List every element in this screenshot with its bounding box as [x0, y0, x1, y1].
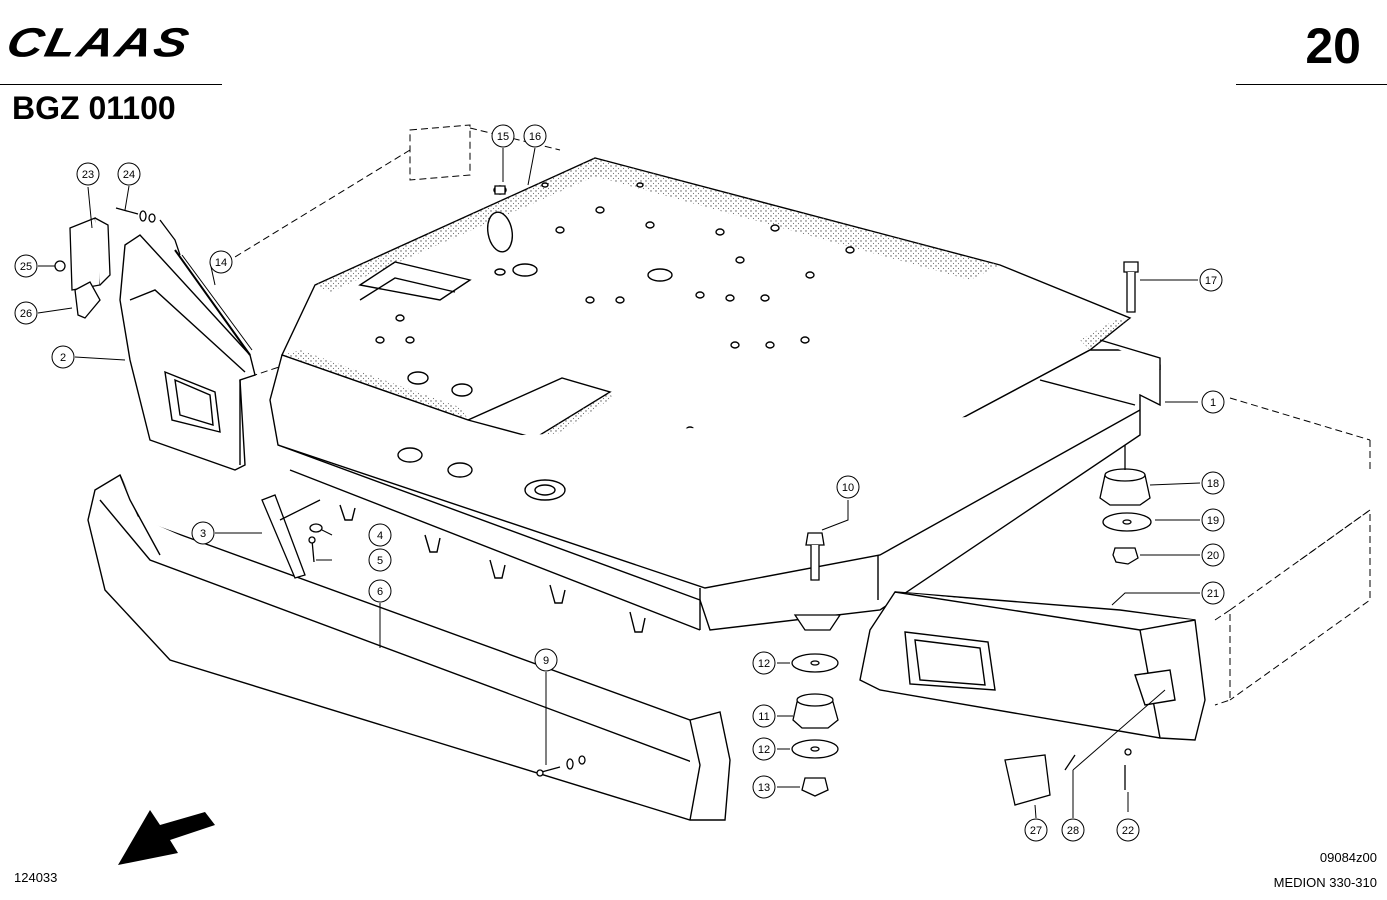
left-side-guard — [119, 234, 256, 471]
callout-19: 19 — [1201, 508, 1225, 532]
callout-label: 24 — [123, 169, 135, 181]
callout-label: 18 — [1207, 478, 1219, 490]
header-rule-left — [0, 84, 222, 85]
callout-bubbles: 1 2 3 4 5 6 9 10 11 12 12 13 14 15 16 17… — [14, 124, 1225, 842]
callout-label: 9 — [543, 655, 549, 667]
callout-label: 6 — [377, 586, 383, 598]
callout-label: 27 — [1030, 825, 1042, 837]
figure-code: 09084z00 — [1319, 850, 1377, 865]
callout-label: 15 — [497, 131, 509, 143]
callout-label: 12 — [758, 658, 770, 670]
callout-label: 23 — [82, 169, 94, 181]
callout-11: 11 — [752, 704, 776, 728]
right-side-guard — [859, 591, 1206, 741]
callout-17: 17 — [1199, 268, 1223, 292]
machine-model: MEDION 330-310 — [1273, 875, 1377, 890]
callout-label: 22 — [1122, 825, 1134, 837]
dashed-ghost-lines — [229, 124, 1371, 706]
callout-16: 16 — [523, 124, 547, 148]
callout-label: 16 — [529, 131, 541, 143]
group-code: BGZ 01100 — [12, 90, 176, 126]
callout-label: 26 — [20, 308, 32, 320]
front-bumper — [87, 473, 731, 821]
callout-2: 2 — [51, 345, 75, 369]
callout-label: 2 — [60, 352, 66, 364]
lower-frame — [269, 339, 1161, 633]
leader-lines — [37, 147, 1201, 819]
callout-3: 3 — [191, 521, 215, 545]
callout-26: 26 — [14, 301, 38, 325]
callout-label: 12 — [758, 744, 770, 756]
callout-label: 28 — [1067, 825, 1079, 837]
header-rule-right — [1236, 84, 1387, 85]
callout-label: 13 — [758, 782, 770, 794]
callout-15: 15 — [491, 124, 515, 148]
drawing-number: 124033 — [14, 870, 58, 885]
callout-label: 19 — [1207, 515, 1219, 527]
callout-label: 11 — [758, 711, 769, 723]
callout-label: 17 — [1205, 275, 1217, 287]
callout-label: 21 — [1207, 588, 1219, 600]
callout-27: 27 — [1024, 818, 1048, 842]
callout-6: 6 — [368, 579, 392, 603]
callout-20: 20 — [1201, 543, 1225, 567]
callout-9: 9 — [534, 648, 558, 672]
callout-14: 14 — [209, 250, 233, 274]
callout-10: 10 — [836, 475, 860, 499]
direction-arrow-icon — [118, 810, 215, 865]
callout-22: 22 — [1116, 818, 1140, 842]
callout-5: 5 — [368, 548, 392, 572]
callout-18: 18 — [1201, 471, 1225, 495]
callout-4: 4 — [368, 523, 392, 547]
page-number: 20 — [1305, 18, 1361, 74]
callout-label: 5 — [377, 555, 383, 567]
callout-12a: 12 — [752, 651, 776, 675]
callout-12b: 12 — [752, 737, 776, 761]
callout-label: 1 — [1210, 397, 1216, 409]
callout-24: 24 — [117, 162, 141, 186]
callout-label: 20 — [1207, 550, 1219, 562]
callout-label: 10 — [842, 482, 854, 494]
callout-23: 23 — [76, 162, 100, 186]
callout-label: 14 — [215, 257, 227, 269]
callout-13: 13 — [752, 775, 776, 799]
callout-28: 28 — [1061, 818, 1085, 842]
callout-25: 25 — [14, 254, 38, 278]
callout-1: 1 — [1201, 390, 1225, 414]
callout-label: 25 — [20, 261, 32, 273]
callout-21: 21 — [1201, 581, 1225, 605]
hardware-parts — [54, 185, 1152, 806]
callout-label: 3 — [200, 528, 206, 540]
callout-label: 4 — [377, 530, 383, 542]
